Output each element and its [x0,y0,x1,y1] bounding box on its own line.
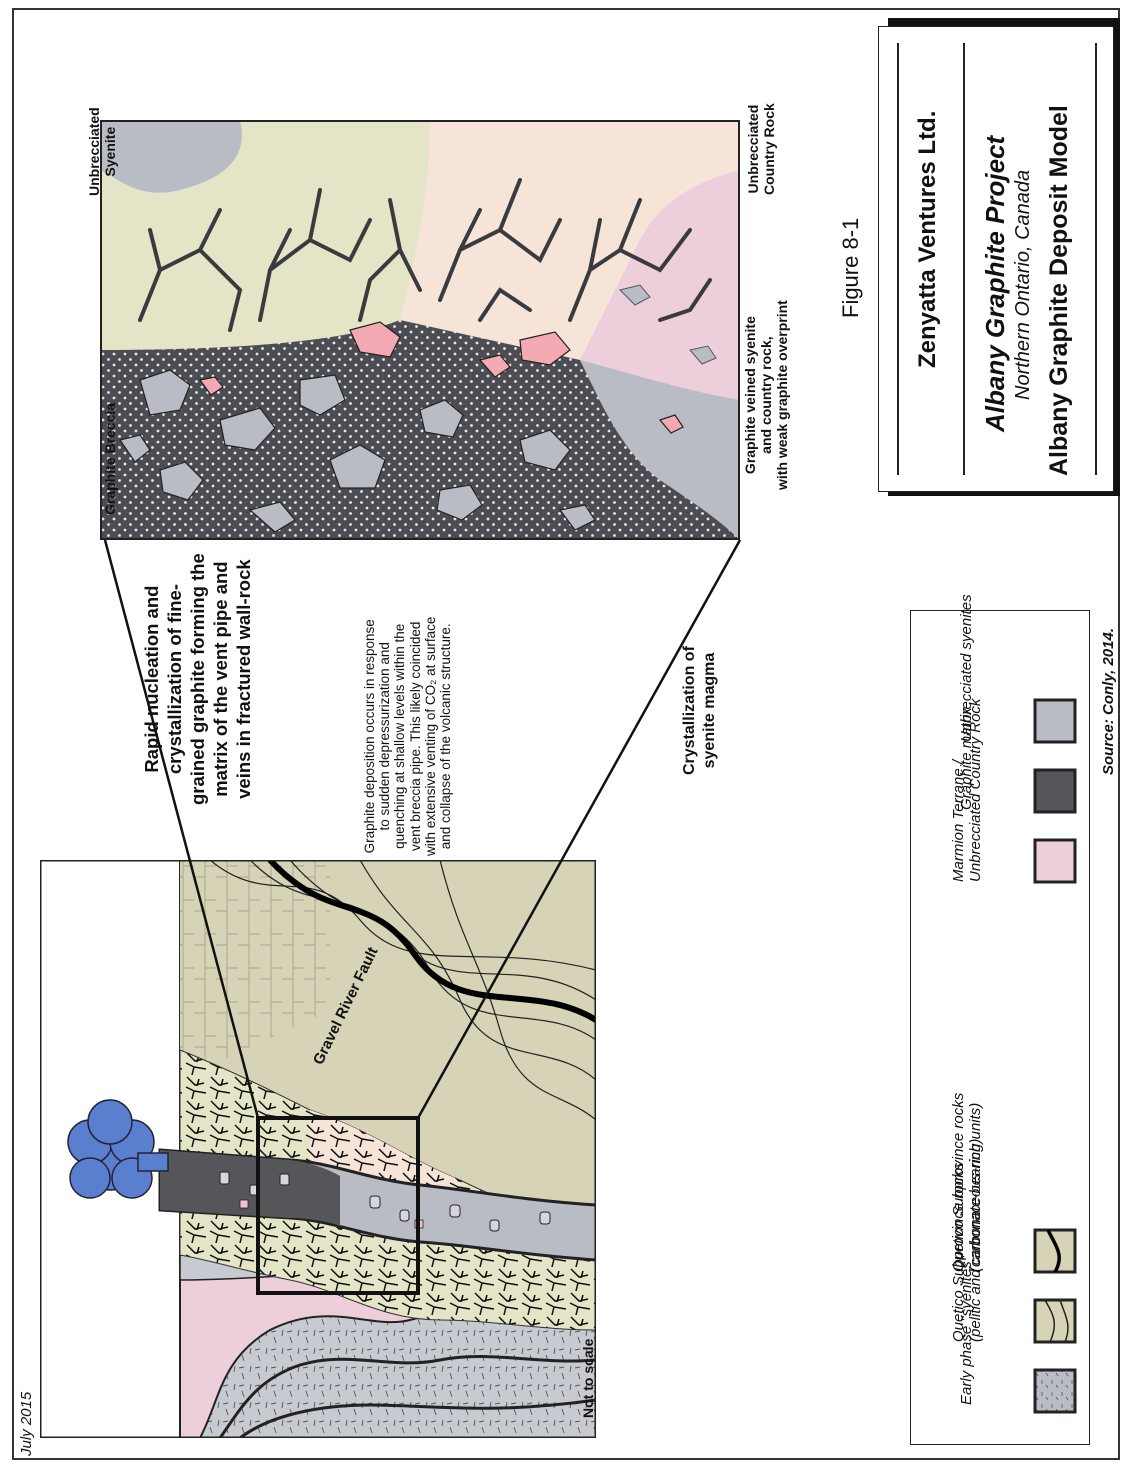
label-veined-line1: Graphite veined syenite [742,300,758,490]
cryst-line-2: syenite magma [700,646,720,775]
swatch-marmion [1035,840,1075,882]
rapid-line-3: grained graphite forming the [186,553,209,805]
legend-label-quetico-carbon: Quetico Subprovince rocks (carbonaceous-… [950,1093,984,1272]
callout-rapid-nucleation: Rapid nucleation and crystallization of … [140,553,255,805]
label-veined-line3: with weak graphite overprint [774,300,790,490]
swatch-quetico-carbon [1035,1230,1075,1272]
legend-label-unbrecciated-syenites: Unbrecciated syenites [958,594,975,742]
swatch-graphite-matrix [1035,770,1075,812]
label-unbrecciated-syenite-line2: Syenite [102,107,118,196]
note-line-2: to sudden depressurization and [377,617,392,856]
footer-source: Source: Conly, 2014. [1100,628,1117,775]
note-line-6: and collapse of the volcanic structure. [438,617,453,856]
label-country-rock-line1: Unbrecciated [745,103,761,195]
callout-deposition-note: Graphite deposition occurs in response t… [362,617,453,856]
title-rule-b [963,43,965,475]
label-unbrecciated-syenite-line1: Unbrecciated [86,107,102,196]
note-line-3: quenching at shallow levels within the [392,617,407,856]
label-graphite-veined: Graphite veined syenite and country rock… [742,300,790,490]
rapid-line-5: veins in fractured wall-rock [232,553,255,805]
label-unbrecciated-syenite: Unbrecciated Syenite [86,107,118,196]
note-line-1: Graphite deposition occurs in response [362,617,377,856]
callout-crystallization: Crystallization of syenite magma [680,646,720,775]
project-location-text: Northern Ontario, Canada [1012,170,1035,400]
title-rule-c [1095,43,1097,475]
swatch-early-syenites [1035,1370,1075,1412]
label-country-rock-line2: Country Rock [761,103,777,195]
legend-carbon-line2: (carbonaceous-rich) [967,1093,984,1272]
rapid-line-1: Rapid nucleation and [140,553,163,805]
model-title-text: Albany Graphite Deposit Model [1045,105,1074,476]
rapid-line-4: matrix of the vent pipe and [209,553,232,805]
title-rule-a [897,43,899,475]
swatch-unbrecciated-syenites [1035,700,1075,742]
note-line-4: vent breccia pipe. This likely coincided [408,617,423,856]
footer-date: July 2015 [18,1392,35,1456]
label-veined-line2: and country rock, [758,300,774,490]
legend-carbon-line1: Quetico Subprovince rocks [950,1093,967,1272]
rapid-line-2: crystallization of fine- [163,553,186,805]
label-graphite-breccia: Graphite Breccia [102,403,118,515]
company-title: Zenyatta Ventures Ltd. [914,111,942,368]
swatch-quetico-pelitic [1035,1300,1075,1342]
legend-swatches [910,610,1090,1445]
project-title: Albany Graphite Project [980,136,1011,432]
figure-number: Figure 8-1 [838,218,864,318]
cryst-line-1: Crystallization of [680,646,700,775]
label-unbrecciated-country-rock: Unbrecciated Country Rock [745,103,777,195]
legend-syenites-line1: Unbrecciated syenites [958,594,975,742]
note-line-5: with extensive venting of CO₂ at surface [423,617,438,856]
